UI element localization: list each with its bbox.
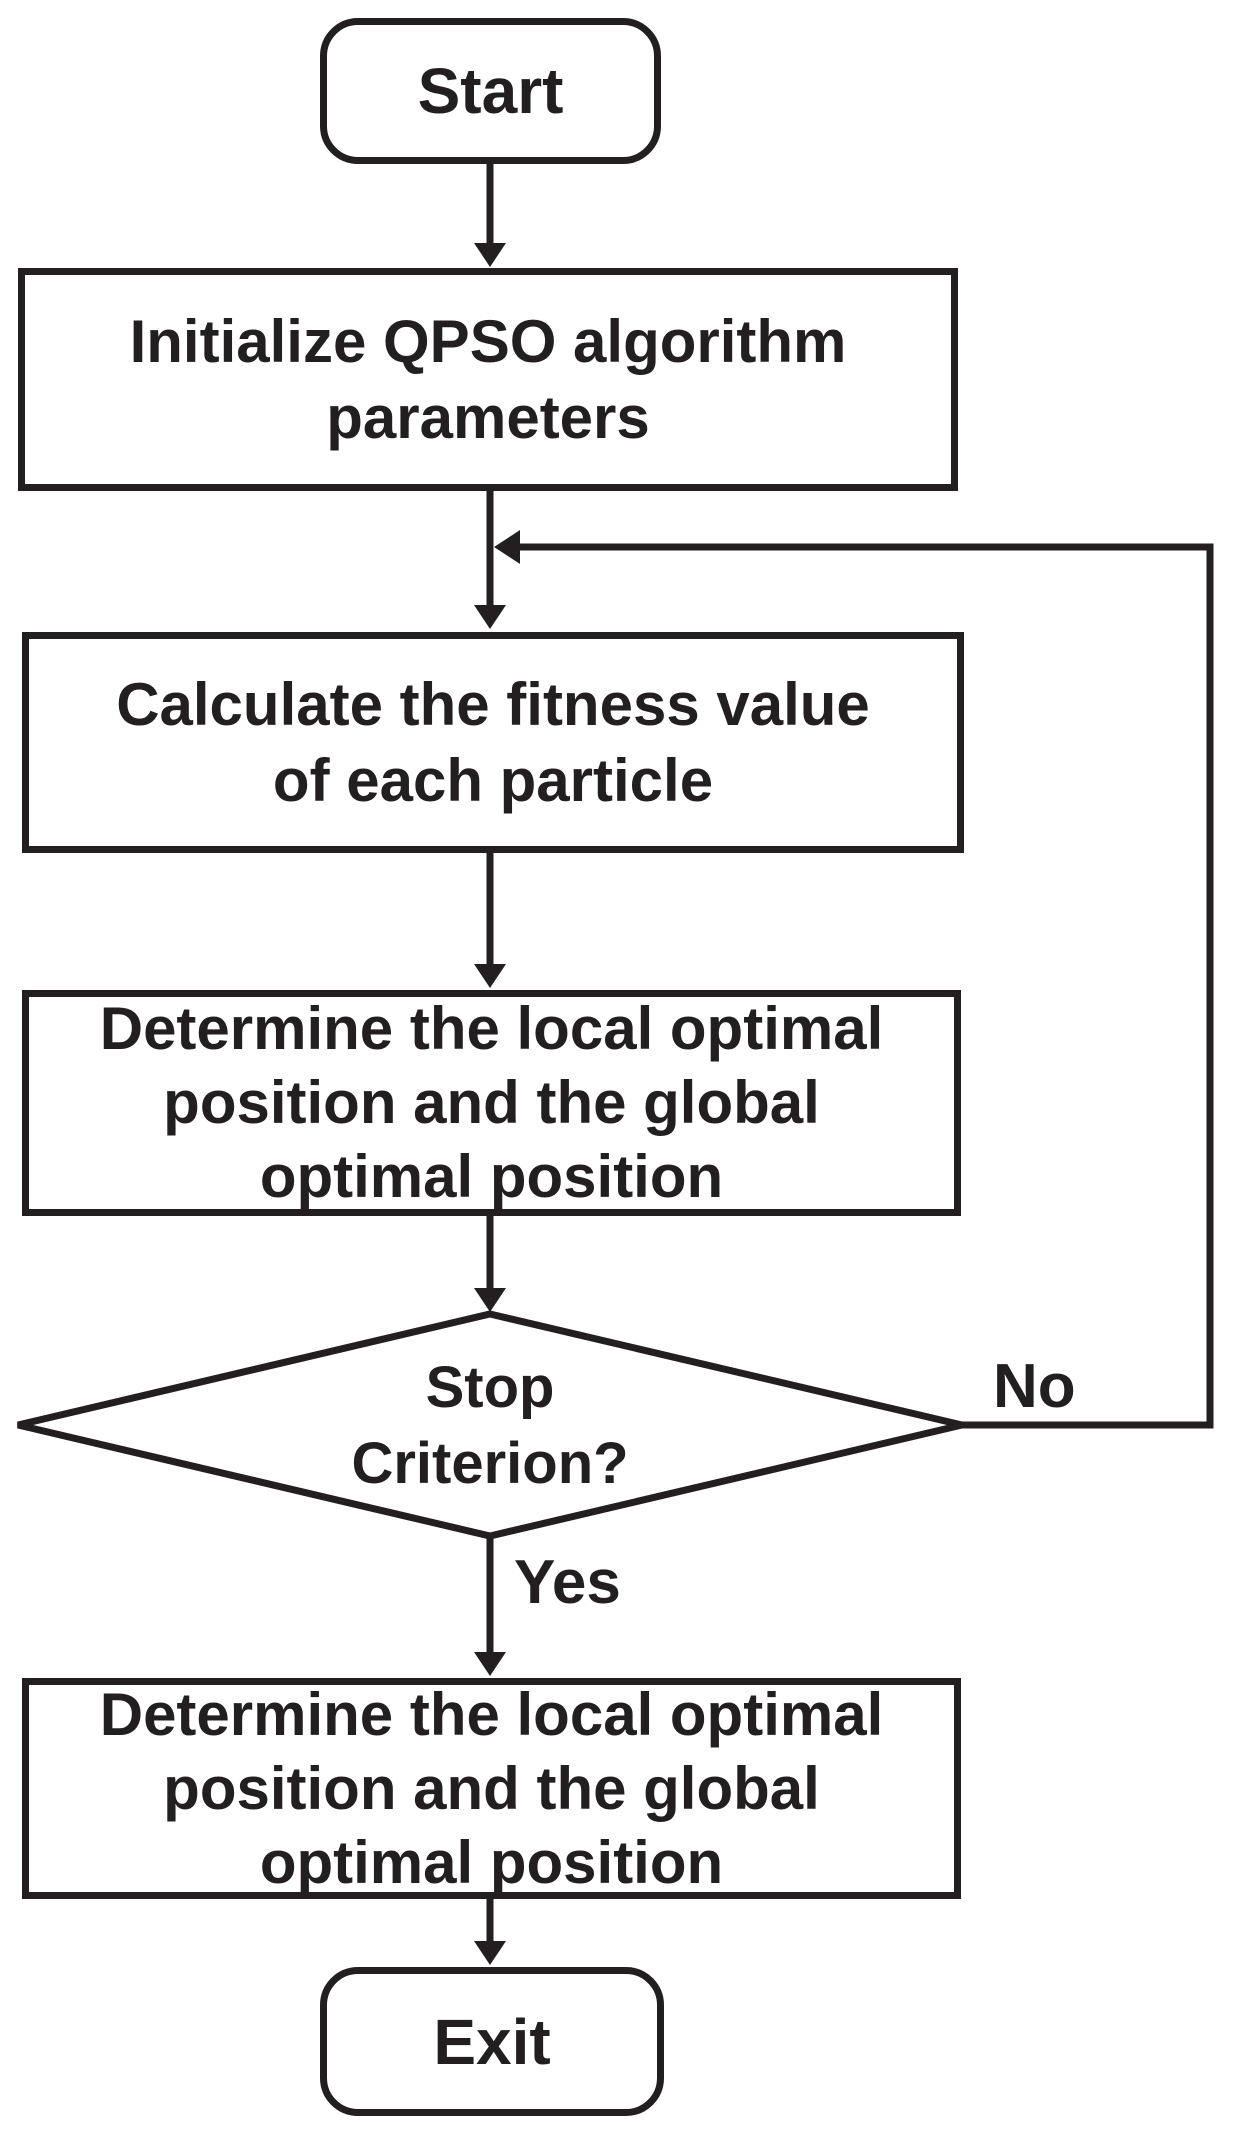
no-feedback-arrowhead <box>494 530 520 564</box>
node-determine-final: Determine the local optimal position and… <box>22 1678 961 1899</box>
node-determine-final-line-2: position and the global <box>163 1754 820 1822</box>
node-calculate-line-2: of each particle <box>272 746 714 814</box>
node-determine-loop: Determine the local optimal position and… <box>22 990 961 1216</box>
node-exit: Exit <box>320 1967 664 2116</box>
node-initialize: Initialize QPSO algorithm parameters <box>18 268 958 491</box>
node-stop-criterion: Stop Criterion? <box>240 1346 740 1506</box>
edge-yes-arrowhead <box>474 1652 506 1676</box>
node-initialize-line-2: parameters <box>326 383 650 451</box>
node-calculate-line-1: Calculate the fitness value <box>116 670 870 738</box>
node-determine-final-line-1: Determine the local optimal <box>99 1680 884 1748</box>
node-determine-loop-line-1: Determine the local optimal <box>99 995 884 1062</box>
edge-start-initialize-arrowhead <box>474 243 506 267</box>
node-calculate: Calculate the fitness value of each part… <box>22 632 964 853</box>
node-determine-final-line-3: optimal position <box>259 1828 724 1896</box>
node-stop-criterion-line-1: Stop <box>425 1355 555 1420</box>
node-determine-loop-line-2: position and the global <box>163 1069 820 1136</box>
edge-initialize-calculate-arrowhead <box>474 605 506 629</box>
no-edge-label: No <box>993 1352 1076 1421</box>
node-stop-criterion-line-2: Criterion? <box>351 1431 629 1496</box>
node-start-label: Start <box>417 55 564 127</box>
node-determine-loop-line-3: optimal position <box>259 1143 724 1210</box>
node-exit-label: Exit <box>433 2005 551 2078</box>
node-initialize-line-1: Initialize QPSO algorithm <box>129 307 847 375</box>
edge-calculate-determine-arrowhead <box>474 964 506 988</box>
edge-determine-exit-arrowhead <box>474 1941 506 1965</box>
yes-edge-label: Yes <box>514 1548 621 1617</box>
edge-determine-decision-arrowhead <box>474 1288 506 1312</box>
no-feedback-path <box>516 543 1214 1429</box>
node-start: Start <box>320 18 661 164</box>
